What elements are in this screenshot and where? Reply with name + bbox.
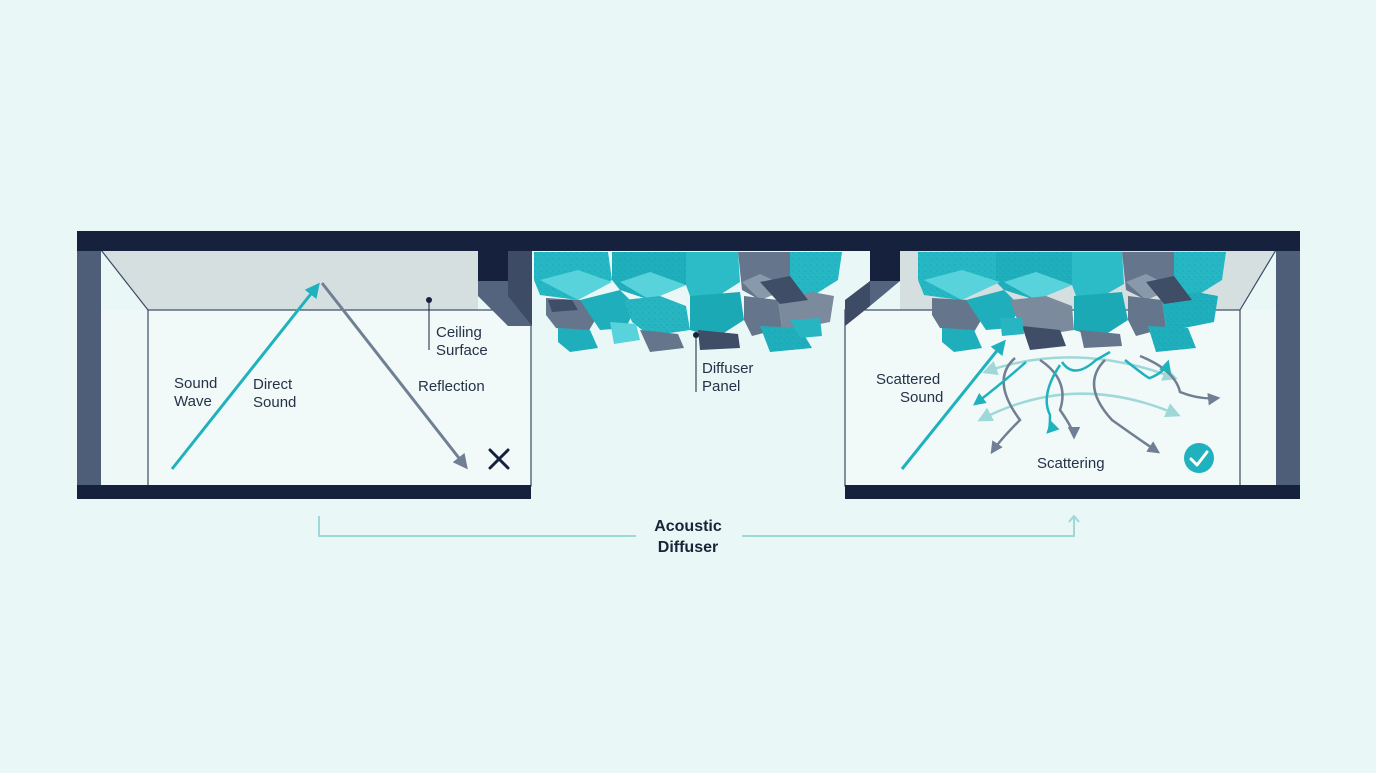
right-room-floor: [845, 485, 1300, 499]
left-room-corner-line: [100, 249, 149, 311]
left-room-side-wall: [77, 250, 101, 490]
left-room-ceiling: [101, 250, 478, 310]
sound-wave-label-line1: Sound: [174, 375, 217, 392]
reflection-arrow: [320, 282, 468, 470]
direct-sound-label-line1: Direct: [253, 376, 293, 393]
ceiling-surface-label-line2: Surface: [436, 342, 488, 359]
right-room-corner-line: [1239, 249, 1277, 311]
left-mount-bracket: [478, 251, 532, 326]
reflection-label: Reflection: [418, 378, 485, 395]
check-circle-icon: [1184, 443, 1214, 473]
scattering-arrows: [973, 350, 1221, 455]
ceiling-beam: [77, 231, 1300, 251]
scattered-sound-label-line1: Scattered: [876, 371, 940, 388]
right-mount-bracket: [845, 251, 900, 326]
ceiling-surface-callout: [426, 297, 432, 350]
title-line2: Diffuser: [658, 539, 718, 556]
diffuser-panel-label-line1: Diffuser: [702, 360, 753, 377]
direct-sound-arrow: [170, 282, 320, 470]
title-bracket: [318, 514, 1080, 537]
left-room-floor: [77, 485, 531, 499]
ceiling-surface-label-line1: Ceiling: [436, 324, 482, 341]
right-diffuser-blocks: [918, 252, 1226, 352]
scattered-sound-label-line2: Sound: [900, 389, 943, 406]
direct-sound-label-line2: Sound: [253, 394, 296, 411]
sound-wave-label-line2: Wave: [174, 393, 212, 410]
title-line1: Acoustic: [654, 518, 722, 535]
scattering-label: Scattering: [1037, 455, 1105, 472]
x-mark-icon: [488, 448, 510, 470]
diffuser-panel-callout: [693, 332, 699, 392]
diffuser-panel-label-line2: Panel: [702, 378, 740, 395]
diffuser-panel-blocks: [534, 252, 842, 352]
right-room-side-wall: [1276, 250, 1300, 490]
